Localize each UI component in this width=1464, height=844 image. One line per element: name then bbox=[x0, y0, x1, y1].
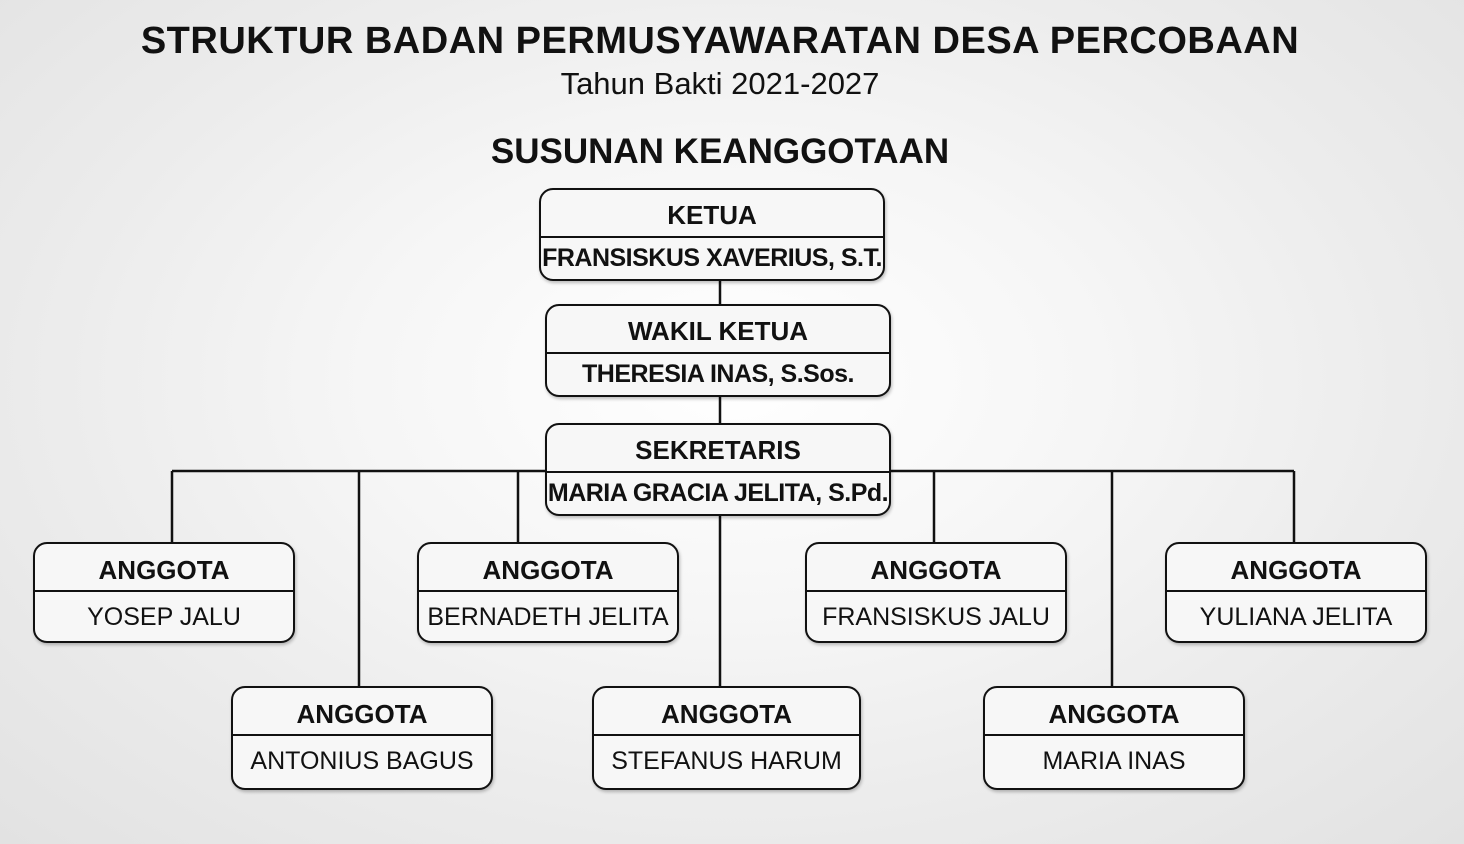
chart-title: STRUKTUR BADAN PERMUSYAWARATAN DESA PERC… bbox=[140, 20, 1300, 62]
member-box-bernadeth-jelita: ANGGOTA BERNADETH JELITA bbox=[417, 542, 679, 643]
sekretaris-name: MARIA GRACIA JELITA, S.Pd. bbox=[547, 479, 889, 507]
member-box-maria-inas: ANGGOTA MARIA INAS bbox=[983, 686, 1245, 790]
chart-subtitle: Tahun Bakti 2021-2027 bbox=[560, 66, 880, 101]
wakil-ketua-name: THERESIA INAS, S.Sos. bbox=[582, 360, 854, 388]
member-role: ANGGOTA bbox=[807, 544, 1065, 592]
wakil-ketua-box: WAKIL KETUA THERESIA INAS, S.Sos. bbox=[545, 304, 891, 397]
member-name: FRANSISKUS JALU bbox=[822, 603, 1050, 631]
sekretaris-role: SEKRETARIS bbox=[547, 425, 889, 473]
member-name: YOSEP JALU bbox=[87, 603, 241, 631]
member-role: ANGGOTA bbox=[1167, 544, 1425, 592]
member-role: ANGGOTA bbox=[594, 688, 859, 736]
member-name: ANTONIUS BAGUS bbox=[250, 747, 474, 775]
ketua-name: FRANSISKUS XAVERIUS, S.T. bbox=[542, 244, 882, 272]
member-name: MARIA INAS bbox=[1042, 747, 1186, 775]
member-box-fransiskus-jalu: ANGGOTA FRANSISKUS JALU bbox=[805, 542, 1067, 643]
member-name: STEFANUS HARUM bbox=[611, 747, 842, 775]
member-box-stefanus-harum: ANGGOTA STEFANUS HARUM bbox=[592, 686, 861, 790]
member-box-yosep-jalu: ANGGOTA YOSEP JALU bbox=[33, 542, 295, 643]
member-role: ANGGOTA bbox=[985, 688, 1243, 736]
member-name: BERNADETH JELITA bbox=[427, 603, 669, 631]
ketua-box: KETUA FRANSISKUS XAVERIUS, S.T. bbox=[539, 188, 885, 281]
member-role: ANGGOTA bbox=[419, 544, 677, 592]
member-box-antonius-bagus: ANGGOTA ANTONIUS BAGUS bbox=[231, 686, 493, 790]
sekretaris-box: SEKRETARIS MARIA GRACIA JELITA, S.Pd. bbox=[545, 423, 891, 516]
member-role: ANGGOTA bbox=[35, 544, 293, 592]
member-box-yuliana-jelita: ANGGOTA YULIANA JELITA bbox=[1165, 542, 1427, 643]
member-name: YULIANA JELITA bbox=[1199, 603, 1393, 631]
member-role: ANGGOTA bbox=[233, 688, 491, 736]
wakil-ketua-role: WAKIL KETUA bbox=[547, 306, 889, 354]
section-title: SUSUNAN KEANGGOTAAN bbox=[490, 132, 950, 171]
ketua-role: KETUA bbox=[541, 190, 883, 238]
